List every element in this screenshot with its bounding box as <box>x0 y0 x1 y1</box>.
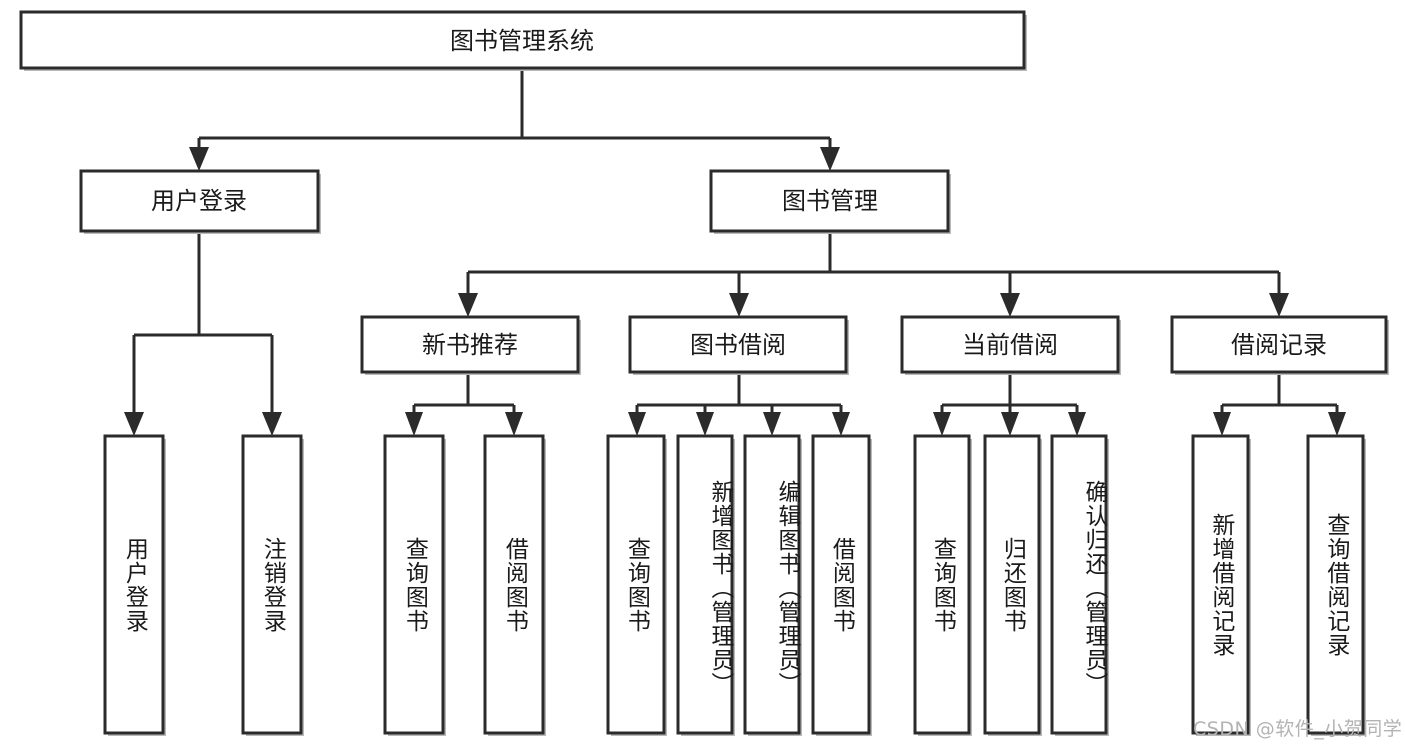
root-label: 图书管理系统 <box>450 27 594 55</box>
new-book-recommend-box <box>360 315 580 374</box>
arrowhead-book-manage <box>820 147 840 171</box>
arrowhead-leaf-return-book <box>1001 412 1019 436</box>
leaf-add-record-box <box>1191 434 1250 735</box>
arrowhead-leaf-borrow-book-1 <box>505 412 523 436</box>
current-borrow-box <box>900 315 1120 374</box>
book-borrow-label: 图书借阅 <box>690 331 786 359</box>
node-leaf-edit-book[interactable] <box>743 434 802 736</box>
arrowhead-user-login <box>189 147 209 171</box>
arrowhead-new-book-recommend <box>458 293 478 317</box>
arrowhead-leaf-query-book-3 <box>933 412 951 436</box>
arrowhead-leaf-confirm-return <box>1068 412 1086 436</box>
user-login-box <box>79 169 320 233</box>
arrowhead-leaf-user-logout <box>262 412 282 436</box>
new-book-recommend-label: 新书推荐 <box>422 331 518 359</box>
node-leaf-borrow-book-1[interactable] <box>483 434 546 736</box>
node-borrow-record[interactable]: 借阅记录 <box>1170 315 1389 375</box>
arrowhead-leaf-user-login <box>124 412 144 436</box>
leaf-query-book-1-box <box>383 434 445 735</box>
node-leaf-add-record[interactable] <box>1191 434 1251 736</box>
node-leaf-user-logout[interactable] <box>241 434 304 736</box>
node-leaf-confirm-return[interactable] <box>1050 434 1109 736</box>
leaf-query-book-3-box <box>913 434 971 735</box>
node-book-borrow[interactable]: 图书借阅 <box>628 315 849 375</box>
book-manage-label: 图书管理 <box>782 187 878 215</box>
node-root[interactable]: 图书管理系统 <box>19 10 1027 71</box>
node-current-borrow[interactable]: 当前借阅 <box>900 315 1121 375</box>
arrowhead-leaf-query-record <box>1328 412 1346 436</box>
leaf-query-record-box <box>1306 434 1365 735</box>
arrowhead-leaf-add-book <box>696 412 714 436</box>
node-leaf-query-record[interactable] <box>1306 434 1366 736</box>
leaf-borrow-book-2-box <box>811 434 871 735</box>
node-leaf-return-book[interactable] <box>983 434 1042 736</box>
arrowhead-leaf-add-record <box>1213 412 1231 436</box>
book-manage-box <box>709 169 950 233</box>
leaf-user-logout-box <box>241 434 303 735</box>
connectors-layer <box>124 67 1346 436</box>
node-leaf-query-book-1[interactable] <box>383 434 446 736</box>
node-leaf-query-book-2[interactable] <box>606 434 667 736</box>
arrowhead-book-borrow <box>729 293 749 317</box>
user-login-label: 用户登录 <box>151 187 247 215</box>
leaf-edit-book-box <box>743 434 801 735</box>
node-user-login[interactable]: 用户登录 <box>79 169 321 234</box>
node-leaf-add-book[interactable] <box>676 434 735 736</box>
arrowhead-leaf-borrow-book-2 <box>832 412 850 436</box>
arrowhead-borrow-record <box>1269 293 1289 317</box>
root-box <box>19 10 1026 70</box>
book-borrow-box <box>628 315 848 374</box>
arrowhead-leaf-edit-book <box>763 412 781 436</box>
borrow-record-box <box>1170 315 1388 374</box>
leaf-borrow-book-1-box <box>483 434 545 735</box>
leaf-query-book-2-box <box>606 434 666 735</box>
csdn-watermark: CSDN @软件_小贺同学 <box>1193 718 1403 740</box>
leaf-confirm-return-box <box>1050 434 1108 735</box>
leaf-user-login-box <box>103 434 165 735</box>
node-new-book-recommend[interactable]: 新书推荐 <box>360 315 581 375</box>
arrowhead-current-borrow <box>1000 293 1020 317</box>
node-book-manage[interactable]: 图书管理 <box>709 169 951 234</box>
leaf-return-book-box <box>983 434 1041 735</box>
leaf-add-book-box <box>676 434 734 735</box>
borrow-record-label: 借阅记录 <box>1231 331 1327 359</box>
node-leaf-user-login[interactable] <box>103 434 166 736</box>
arrowhead-leaf-query-book-1 <box>405 412 423 436</box>
node-leaf-borrow-book-2[interactable] <box>811 434 872 736</box>
node-leaf-query-book-3[interactable] <box>913 434 972 736</box>
arrowhead-leaf-query-book-2 <box>628 412 646 436</box>
current-borrow-label: 当前借阅 <box>962 331 1058 359</box>
